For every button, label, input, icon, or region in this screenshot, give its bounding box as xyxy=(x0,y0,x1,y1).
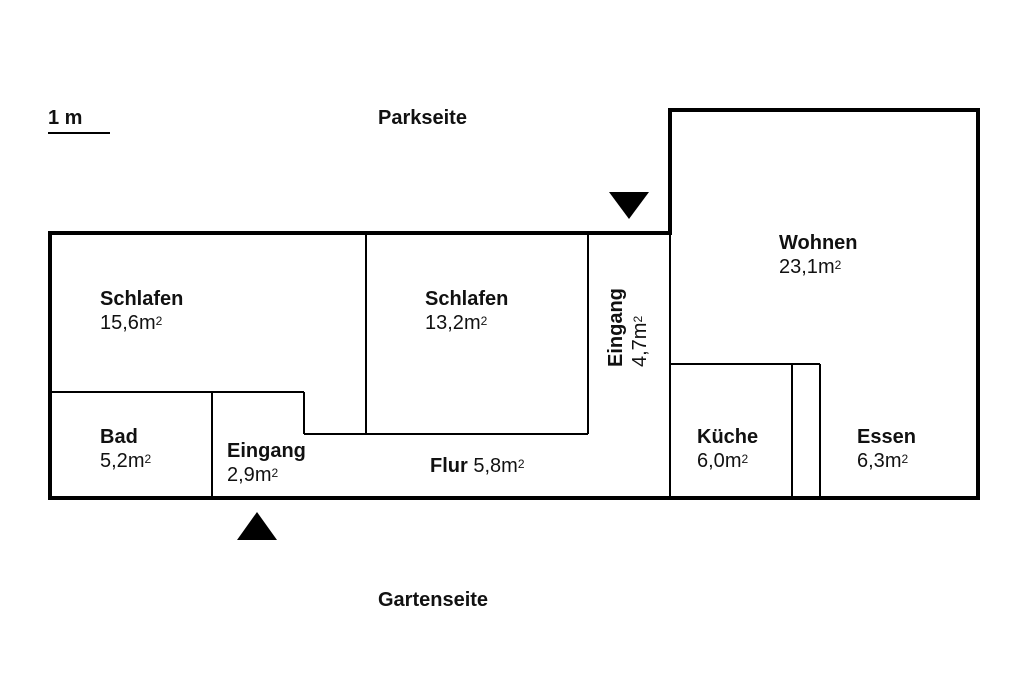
room-name: Schlafen xyxy=(425,288,509,310)
room-schlafen-1: Schlafen 15,6m2 xyxy=(100,287,183,335)
room-area: 2,9m2 xyxy=(227,464,279,486)
room-area: 6,0m2 xyxy=(697,450,749,472)
room-name: Bad xyxy=(100,426,138,448)
room-name: Küche xyxy=(697,426,759,448)
side-label-top: Parkseite xyxy=(378,107,467,129)
room-area: 5,2m2 xyxy=(100,450,152,472)
entrance-arrow-top-icon xyxy=(609,192,649,219)
room-area: 13,2m2 xyxy=(425,312,488,334)
room-schlafen-2: Schlafen 13,2m2 xyxy=(425,287,508,335)
interior-walls xyxy=(50,233,821,498)
room-area: 15,6m2 xyxy=(100,312,163,334)
room-name: Essen xyxy=(857,426,916,448)
room-name: Wohnen xyxy=(779,232,858,254)
outer-wall xyxy=(48,108,980,500)
room-area: 5,8m2 xyxy=(473,455,525,477)
room-area: 4,7m2 xyxy=(629,315,651,367)
room-area: 6,3m2 xyxy=(857,450,909,472)
room-kueche: Küche 6,0m2 xyxy=(697,425,758,473)
room-name: Eingang xyxy=(605,288,627,367)
room-name: Flur xyxy=(430,455,468,477)
scale-label: 1 m xyxy=(48,107,83,129)
room-eingang-upper: Eingang 4,7m2 xyxy=(604,288,652,367)
room-name: Eingang xyxy=(227,440,306,462)
room-wohnen: Wohnen 23,1m2 xyxy=(779,231,858,279)
room-eingang-lower: Eingang 2,9m2 xyxy=(227,439,306,487)
side-label-bottom: Gartenseite xyxy=(378,589,489,611)
room-essen: Essen 6,3m2 xyxy=(857,425,916,473)
room-area: 23,1m2 xyxy=(779,256,842,278)
room-bad: Bad 5,2m2 xyxy=(100,425,151,473)
room-name: Schlafen xyxy=(100,288,184,310)
room-flur: Flur 5,8m2 xyxy=(430,454,525,478)
entrance-arrow-bottom-icon xyxy=(237,512,277,540)
